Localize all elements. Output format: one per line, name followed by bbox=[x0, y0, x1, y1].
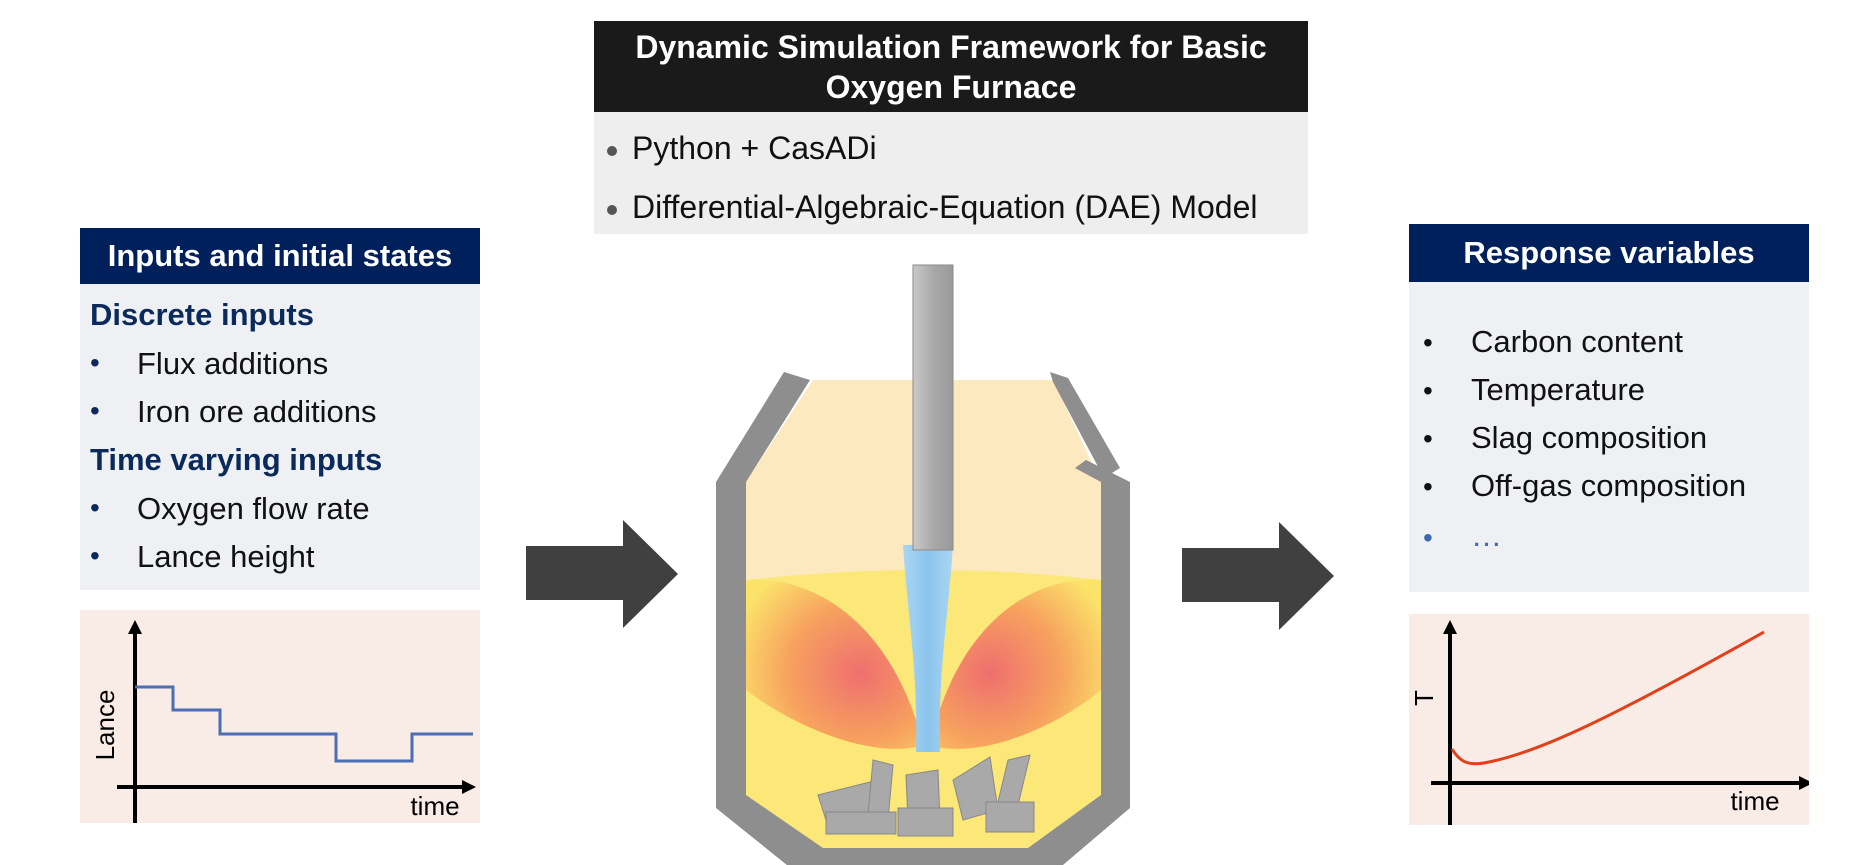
bullet: • bbox=[90, 492, 100, 523]
framework-title: Dynamic Simulation Framework for Basic O… bbox=[594, 21, 1308, 112]
lance-plot-svg: Lance time bbox=[90, 620, 476, 823]
bullet-dot-icon bbox=[607, 146, 617, 156]
bullet: • bbox=[90, 395, 100, 426]
oxygen-jet bbox=[903, 545, 953, 752]
bof-vessel-illustration bbox=[716, 264, 1130, 865]
scrap-pieces bbox=[817, 754, 1035, 837]
temperature-series-line bbox=[1450, 630, 1765, 766]
response-panel-title: Response variables bbox=[1409, 224, 1809, 282]
bullet: • bbox=[1423, 522, 1433, 553]
response-panel-body: • Carbon content • Temperature • Slag co… bbox=[1409, 282, 1809, 592]
list-item: Iron ore additions bbox=[137, 394, 377, 429]
temperature-plot: T time bbox=[1409, 614, 1809, 825]
flame-left bbox=[746, 579, 923, 749]
inputs-panel-title: Inputs and initial states bbox=[80, 228, 480, 284]
discrete-inputs-heading: Discrete inputs bbox=[90, 297, 314, 332]
temperature-plot-svg: T time bbox=[1409, 620, 1809, 825]
y-axis-arrow-icon bbox=[1443, 620, 1457, 634]
oxygen-lance bbox=[912, 264, 954, 551]
arrow-right-icon bbox=[1182, 522, 1334, 630]
bullet: • bbox=[1423, 471, 1433, 502]
lance-series-line bbox=[135, 685, 473, 763]
bullet: • bbox=[1423, 423, 1433, 454]
vessel-wall bbox=[716, 372, 1130, 865]
temperature-ylabel: T bbox=[1409, 690, 1439, 706]
inputs-panel-body: Discrete inputs • Flux additions • Iron … bbox=[80, 284, 480, 590]
bullet-dot-icon bbox=[607, 205, 617, 215]
y-axis-arrow-icon bbox=[128, 620, 142, 634]
time-varying-inputs-heading: Time varying inputs bbox=[90, 442, 383, 477]
framework-item: Differential-Algebraic-Equation (DAE) Mo… bbox=[607, 189, 1258, 226]
lance-ylabel: Lance bbox=[90, 690, 120, 761]
list-item: Off-gas composition bbox=[1471, 468, 1747, 503]
list-item: Flux additions bbox=[137, 346, 329, 381]
bullet: • bbox=[1423, 375, 1433, 406]
bullet: • bbox=[90, 347, 100, 378]
framework-item-label: Differential-Algebraic-Equation (DAE) Mo… bbox=[632, 189, 1258, 225]
flame-right bbox=[930, 579, 1101, 749]
arrow-right-icon bbox=[526, 520, 678, 628]
list-item-ellipsis: … bbox=[1471, 518, 1502, 553]
list-item: Lance height bbox=[137, 539, 315, 574]
list-item: Slag composition bbox=[1471, 420, 1708, 455]
bullet: • bbox=[1423, 327, 1433, 358]
list-item: Carbon content bbox=[1471, 324, 1683, 359]
x-axis-arrow-icon bbox=[462, 780, 476, 794]
temperature-xlabel: time bbox=[1730, 786, 1779, 816]
framework-body: Python + CasADi Differential-Algebraic-E… bbox=[594, 112, 1308, 234]
x-axis-arrow-icon bbox=[1799, 776, 1809, 790]
framework-item-label: Python + CasADi bbox=[632, 130, 877, 166]
list-item: Temperature bbox=[1471, 372, 1646, 407]
lance-plot: Lance time bbox=[80, 610, 480, 823]
lance-xlabel: time bbox=[410, 791, 459, 821]
list-item: Oxygen flow rate bbox=[137, 491, 370, 526]
framework-item: Python + CasADi bbox=[607, 130, 877, 167]
bullet: • bbox=[90, 540, 100, 571]
